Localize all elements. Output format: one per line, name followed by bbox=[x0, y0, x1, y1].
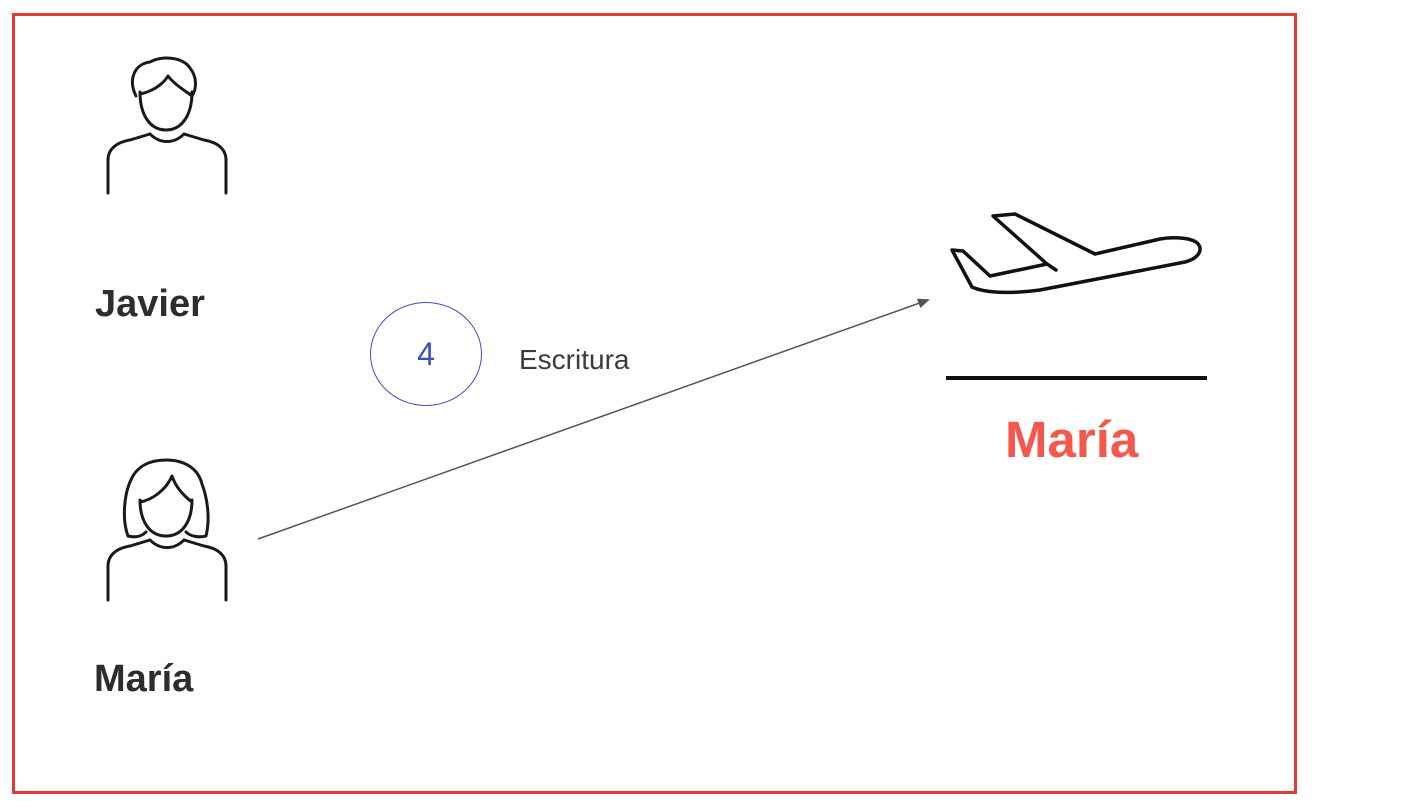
step-label: Escritura bbox=[519, 344, 630, 375]
diagram-frame bbox=[12, 13, 1297, 794]
person-name-maria: María bbox=[94, 658, 194, 700]
step-number-badge: 4 bbox=[370, 302, 482, 406]
person-name-javier: Javier bbox=[95, 283, 205, 325]
destination-slot-value: María bbox=[1005, 411, 1139, 468]
